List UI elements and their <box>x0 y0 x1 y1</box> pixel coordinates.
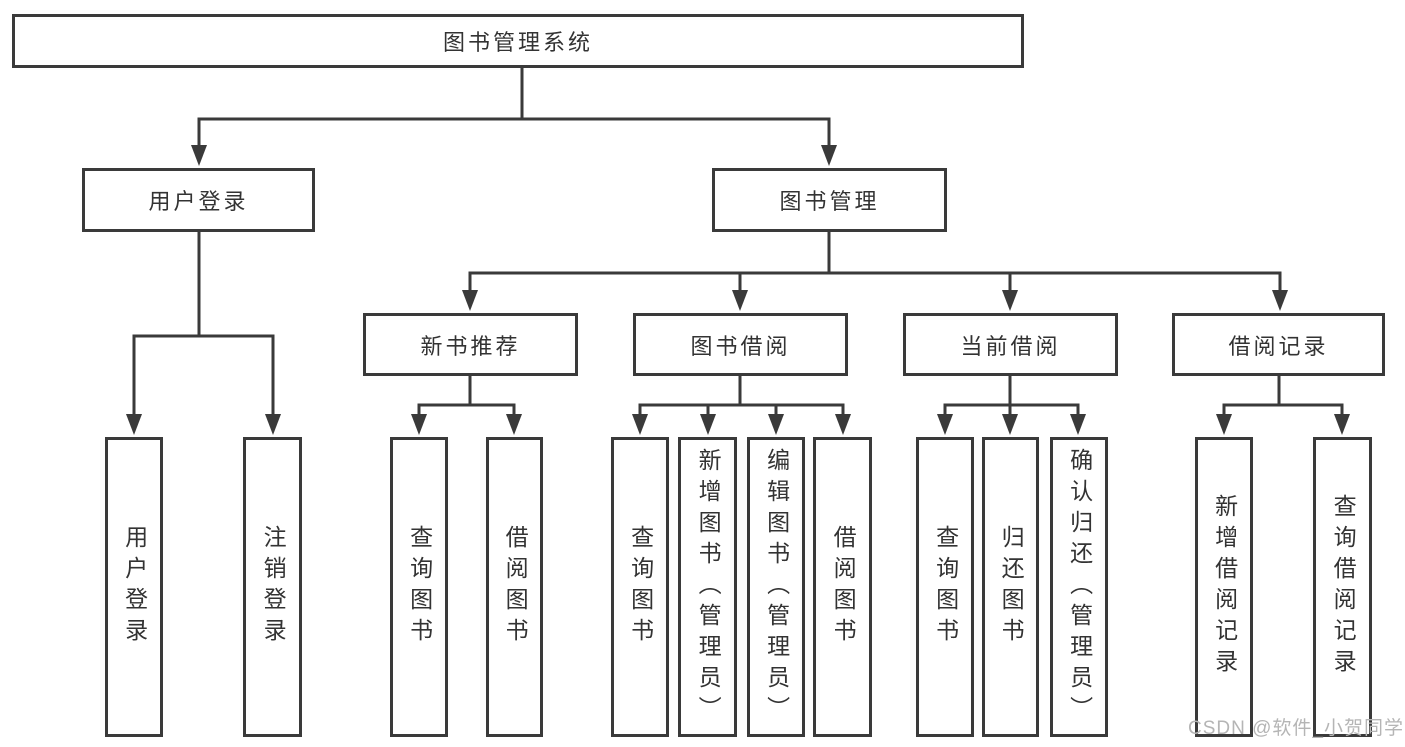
leaf-query-books-recommend: 查询图书 <box>390 437 448 737</box>
arrow-icon <box>1272 290 1288 311</box>
arrow-icon <box>1002 414 1018 435</box>
connector-book-mgmt <box>468 232 1282 293</box>
watermark-text: CSDN @软件_小贺同学 <box>1188 718 1404 739</box>
node-book-borrow: 图书借阅 <box>633 313 848 376</box>
leaf-query-books-current-label: 查询图书 <box>932 525 959 649</box>
leaf-add-books-admin-label: 新增图书（管理员） <box>695 447 722 727</box>
arrow-icon <box>732 290 748 311</box>
node-user-login: 用户登录 <box>82 168 315 232</box>
node-borrow-records-label: 借阅记录 <box>1228 333 1329 359</box>
connector-root <box>197 68 831 147</box>
leaf-confirm-return-admin-label: 确认归还（管理员） <box>1066 447 1093 727</box>
arrow-icon <box>1216 414 1232 435</box>
connector-borrow-records <box>1222 376 1344 417</box>
arrow-icon <box>462 290 478 311</box>
node-new-book-recommend: 新书推荐 <box>363 313 578 376</box>
node-current-borrow: 当前借阅 <box>903 313 1118 376</box>
arrow-icon <box>506 414 522 435</box>
leaf-logout: 注销登录 <box>243 437 302 737</box>
leaf-query-borrow-record-label: 查询借阅记录 <box>1330 494 1357 680</box>
leaf-query-borrow-record: 查询借阅记录 <box>1313 437 1372 737</box>
node-borrow-records: 借阅记录 <box>1172 313 1385 376</box>
leaf-borrow-books: 借阅图书 <box>813 437 872 737</box>
leaf-borrow-books-recommend: 借阅图书 <box>486 437 543 737</box>
arrowheads <box>126 145 1350 435</box>
leaf-query-books-borrow-label: 查询图书 <box>627 525 654 649</box>
leaf-user-login: 用户登录 <box>105 437 163 737</box>
leaf-edit-books-admin-label: 编辑图书（管理员） <box>763 447 790 727</box>
leaf-add-borrow-record-label: 新增借阅记录 <box>1211 494 1238 680</box>
arrow-icon <box>821 145 837 166</box>
leaf-add-books-admin: 新增图书（管理员） <box>678 437 737 737</box>
connector-user-login <box>132 232 275 417</box>
node-book-borrow-label: 图书借阅 <box>690 333 791 359</box>
leaf-edit-books-admin: 编辑图书（管理员） <box>747 437 805 737</box>
node-new-book-recommend-label: 新书推荐 <box>420 333 521 359</box>
node-current-borrow-label: 当前借阅 <box>960 333 1061 359</box>
node-library-system: 图书管理系统 <box>12 14 1024 68</box>
leaf-logout-label: 注销登录 <box>260 525 287 649</box>
arrow-icon <box>265 414 281 435</box>
arrow-icon <box>126 414 142 435</box>
arrow-icon <box>700 414 716 435</box>
arrow-icon <box>1334 414 1350 435</box>
leaf-return-books-label: 归还图书 <box>998 525 1025 649</box>
arrow-icon <box>937 414 953 435</box>
arrow-icon <box>632 414 648 435</box>
leaf-borrow-books-label: 借阅图书 <box>830 525 857 649</box>
arrow-icon <box>835 414 851 435</box>
arrow-icon <box>768 414 784 435</box>
leaf-query-books-current: 查询图书 <box>916 437 974 737</box>
connector-new-book <box>417 376 516 417</box>
leaf-user-login-label: 用户登录 <box>121 525 148 649</box>
connector-current-borrow <box>943 376 1080 417</box>
node-library-system-label: 图书管理系统 <box>442 30 593 55</box>
leaf-add-borrow-record: 新增借阅记录 <box>1195 437 1253 737</box>
node-book-management: 图书管理 <box>712 168 947 232</box>
node-user-login-label: 用户登录 <box>148 189 249 214</box>
leaf-query-books-borrow: 查询图书 <box>611 437 669 737</box>
arrow-icon <box>191 145 207 166</box>
arrow-icon <box>1070 414 1086 435</box>
arrow-icon <box>411 414 427 435</box>
leaf-borrow-books-recommend-label: 借阅图书 <box>502 525 529 649</box>
leaf-query-books-recommend-label: 查询图书 <box>406 525 433 649</box>
connector-book-borrow <box>638 376 845 417</box>
arrow-icon <box>1002 290 1018 311</box>
node-book-management-label: 图书管理 <box>779 189 880 214</box>
leaf-return-books: 归还图书 <box>982 437 1039 737</box>
leaf-confirm-return-admin: 确认归还（管理员） <box>1050 437 1108 737</box>
